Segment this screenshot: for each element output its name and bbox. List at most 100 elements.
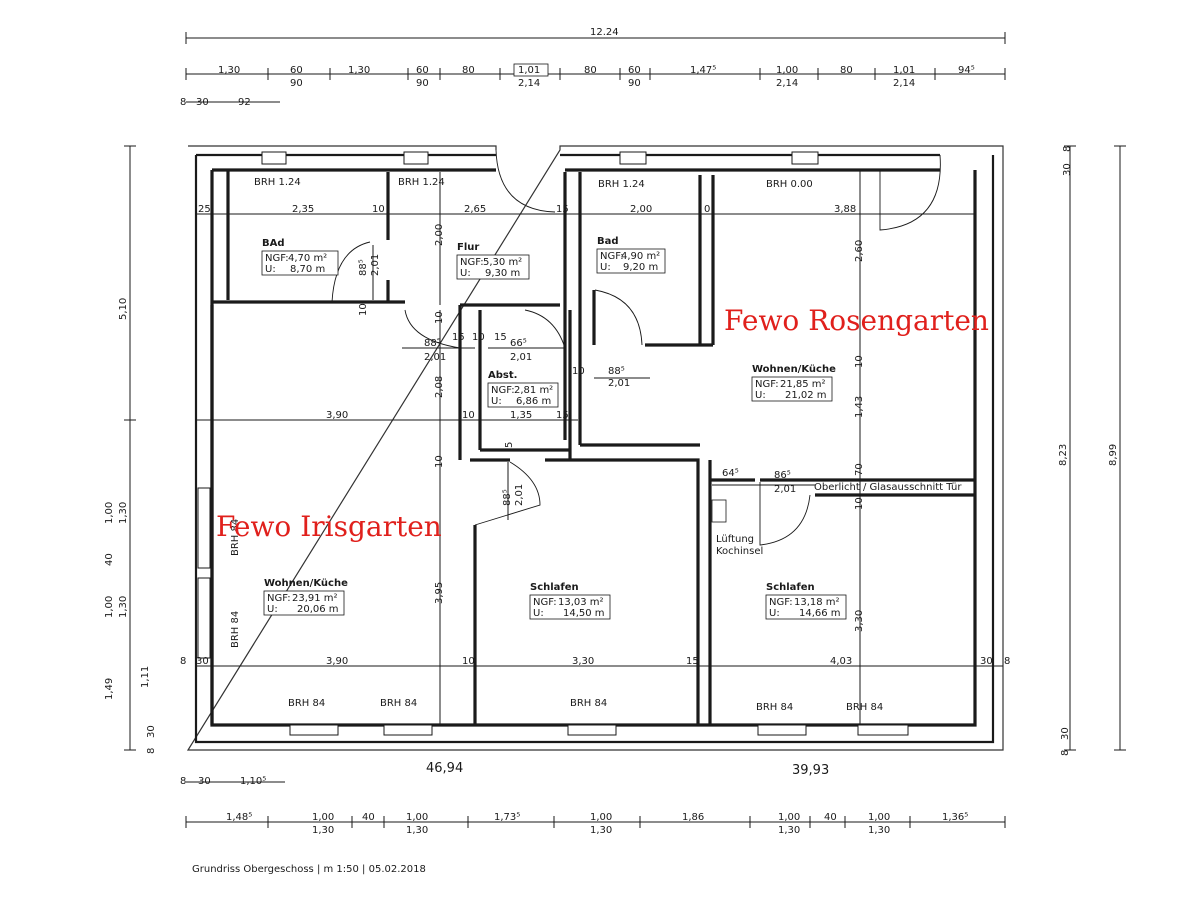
room-wohnen-kueche-left: Wohnen/Küche NGF: 23,91 m² U: 20,06 m xyxy=(263,578,348,616)
dim: 2,14 xyxy=(518,78,540,89)
dim: 2,00 xyxy=(434,224,445,246)
dim: 15 xyxy=(556,204,569,215)
dim: 2,60 xyxy=(854,240,865,262)
dim: 1,86 xyxy=(682,812,704,823)
room-ngf: 5,30 m² xyxy=(483,257,522,268)
dim: 1,73⁵ xyxy=(494,812,520,823)
dim: 8 xyxy=(1062,146,1073,152)
room-u-label: U: xyxy=(533,608,544,619)
room-u: 9,30 m xyxy=(485,268,520,279)
room-ngf: 21,85 m² xyxy=(780,379,826,390)
dim: 10 xyxy=(854,497,865,510)
top-small-dimensions: 8 30 92 xyxy=(180,97,280,108)
room-ngf: 23,91 m² xyxy=(292,593,338,604)
sill-height-notes: BRH 1.24 BRH 1.24 BRH 1.24 BRH 0.00 BRH … xyxy=(230,177,962,713)
dim: 3,90 xyxy=(326,410,348,421)
room-name: Wohnen/Küche xyxy=(752,364,836,375)
room-name: Schlafen xyxy=(766,582,815,593)
room-name: BAd xyxy=(262,238,285,249)
dim: 1,30 xyxy=(218,65,240,76)
room-ngf: 4,90 m² xyxy=(621,251,660,262)
dim: 2,01 xyxy=(510,352,532,363)
right-dimensions: 30 8 8,23 8,99 8 30 xyxy=(1058,145,1126,756)
dim: 10 xyxy=(372,204,385,215)
room-ngf-label: NGF: xyxy=(265,253,289,264)
dim: 10 xyxy=(358,303,369,316)
room-u: 14,50 m xyxy=(563,608,605,619)
room-ngf: 4,70 m² xyxy=(288,253,327,264)
dim: 2,08 xyxy=(434,376,445,398)
dim: 1,30 xyxy=(312,825,334,836)
brh-note: BRH 84 xyxy=(756,702,793,713)
dim: 25 xyxy=(198,204,211,215)
dim: 1,00 xyxy=(104,502,115,524)
room-wohnen-kueche-right: Wohnen/Küche NGF: 21,85 m² U: 21,02 m xyxy=(751,364,836,402)
dim: 1,48⁵ xyxy=(226,812,252,823)
dim: 30 xyxy=(196,656,209,667)
oberlicht-note: Oberlicht / Glasausschnitt Tür xyxy=(814,482,962,493)
dim: 4,03 xyxy=(830,656,852,667)
dim: 2,01 xyxy=(370,254,381,276)
dim: 1,11 xyxy=(140,666,151,688)
dim: 3,90 xyxy=(326,656,348,667)
room-name: Schlafen xyxy=(530,582,579,593)
dim: 1,47⁵ xyxy=(690,65,716,76)
kochinsel-note: Kochinsel xyxy=(716,546,763,557)
brh-note: BRH 1.24 xyxy=(598,179,645,190)
dim: 1,00 xyxy=(776,65,798,76)
room-u-label: U: xyxy=(460,268,471,279)
dim: 30 xyxy=(1060,727,1071,740)
room-ngf-label: NGF: xyxy=(533,597,557,608)
dim: 60 xyxy=(416,65,429,76)
dim: 40 xyxy=(104,553,115,566)
dim: 10 xyxy=(434,311,445,324)
dim: 2,01 xyxy=(514,484,525,506)
brh-note: BRH 1.24 xyxy=(254,177,301,188)
dim: 1,30 xyxy=(868,825,890,836)
interior-dimension-lines xyxy=(196,170,1003,725)
dim: 15 xyxy=(556,410,569,421)
dim: 5 xyxy=(504,442,515,448)
dim: 8 xyxy=(1004,656,1010,667)
left-dimensions: 5,10 1,00 1,30 40 1,00 1,30 1,49 1,11 8 … xyxy=(104,145,157,754)
room-u-label: U: xyxy=(267,604,278,615)
dim: 64⁵ xyxy=(722,468,739,479)
dim: 5,10 xyxy=(118,298,129,320)
dim: 90 xyxy=(416,78,429,89)
dim: 60 xyxy=(290,65,303,76)
handwritten-left: 46,94 xyxy=(426,761,463,776)
dim: 2,14 xyxy=(893,78,915,89)
dim: 3,30 xyxy=(572,656,594,667)
room-u: 6,86 m xyxy=(516,396,551,407)
top-opening-dimensions: 1,30 60 90 1,30 60 90 80 1,01 2,14 80 60… xyxy=(185,63,1006,89)
room-u-label: U: xyxy=(265,264,276,275)
brh-note: BRH 84 xyxy=(288,698,325,709)
room-u-label: U: xyxy=(600,262,611,273)
brh-note: BRH 84 xyxy=(570,698,607,709)
dim: 1,00 xyxy=(590,812,612,823)
dim: 66⁵ xyxy=(510,338,527,349)
brh-note: BRH 84 xyxy=(230,519,241,556)
dim: 80 xyxy=(584,65,597,76)
dim: 90 xyxy=(628,78,641,89)
dim: 8 xyxy=(1060,750,1071,756)
room-u: 9,20 m xyxy=(623,262,658,273)
dim: 88⁵ xyxy=(358,259,369,276)
room-ngf-label: NGF: xyxy=(600,251,624,262)
dim: 1,35 xyxy=(510,410,532,421)
top-total-dimension: 12.24 xyxy=(185,27,1006,44)
bottom-small-dimensions: 8 30 1,10⁵ xyxy=(180,776,285,787)
dim: 8,23 xyxy=(1058,444,1069,466)
room-u: 14,66 m xyxy=(799,608,841,619)
room-ngf-label: NGF: xyxy=(460,257,484,268)
dim: 30 xyxy=(196,97,209,108)
room-name: Bad xyxy=(597,236,619,247)
dim: 30 xyxy=(198,776,211,787)
dim: 2,14 xyxy=(776,78,798,89)
dim: 10 xyxy=(472,332,485,343)
dim: 94⁵ xyxy=(958,65,975,76)
dim: 1,01 xyxy=(518,65,540,76)
brh-note: BRH 84 xyxy=(846,702,883,713)
interior-dimension-labels: 25 2,35 10 2,65 15 2,00 0 3,88 3,90 10 1… xyxy=(180,204,1010,667)
dim: 1,49 xyxy=(104,678,115,700)
